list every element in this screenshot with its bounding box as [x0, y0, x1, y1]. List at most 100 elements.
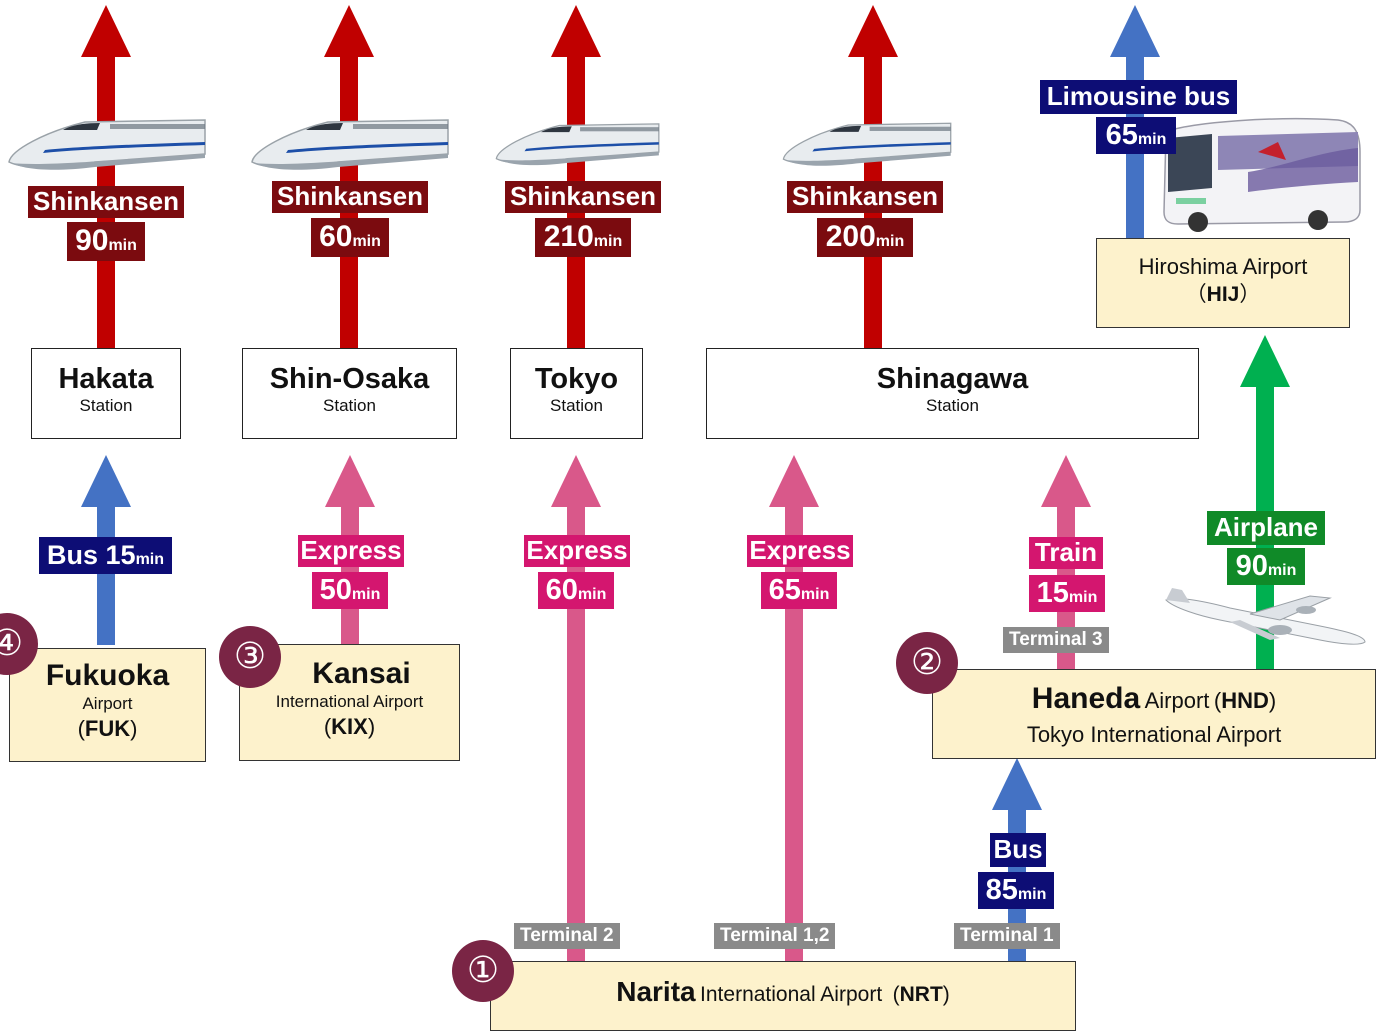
route-mode: Shinkansen: [33, 186, 179, 216]
route-mode: Express: [749, 535, 851, 565]
shinkansen-time-shinagawa: 200min: [817, 218, 913, 257]
route-unit: min: [1017, 886, 1047, 903]
airport-name: Haneda: [1031, 682, 1141, 715]
route-mode: Bus: [993, 834, 1043, 864]
shinkansen-label-tokyo: Shinkansen: [505, 181, 661, 213]
route-unit: min: [875, 233, 905, 250]
route-unit: min: [135, 551, 165, 568]
route-unit: min: [577, 586, 607, 603]
route-mode: Shinkansen: [792, 181, 938, 211]
airport-code: FUK: [84, 716, 131, 741]
paren-open: (: [892, 983, 900, 1006]
airport-sub: Airport: [82, 694, 133, 713]
bus-label-fukuoka: Bus 15min: [39, 537, 172, 575]
route-time: 15: [105, 540, 136, 570]
airport-name: Narita: [616, 976, 696, 1007]
airport-code-line: (FUK): [10, 715, 205, 743]
shinkansen-time-hakata: 90min: [67, 222, 145, 261]
airport-hiroshima: Hiroshima Airport （HIJ）: [1096, 238, 1350, 328]
terminal-tag-haneda-t3: Terminal 3: [1003, 627, 1109, 653]
route-mode: Express: [526, 535, 628, 565]
express-label-narita-shinagawa: Express: [747, 535, 853, 567]
express-time-kansai: 50min: [312, 572, 388, 610]
airport-code: HIJ: [1206, 283, 1240, 306]
station-name: Hakata: [58, 363, 154, 395]
number-circle-kansai: ③: [219, 626, 281, 688]
route-unit: min: [1068, 589, 1098, 606]
route-unit: min: [351, 586, 381, 603]
station-sub: Station: [926, 396, 979, 415]
route-mode: Airplane: [1213, 512, 1319, 542]
station-sub: Station: [79, 396, 133, 415]
route-time: 50: [319, 574, 352, 606]
shinkansen-time-tokyo: 210min: [535, 218, 631, 257]
route-unit: min: [593, 233, 623, 250]
route-mode: Shinkansen: [277, 181, 423, 211]
paren-open: （: [1185, 283, 1207, 306]
route-unit: min: [1137, 131, 1167, 148]
airport-code: NRT: [899, 983, 943, 1006]
airport-code-line: （HIJ）: [1097, 281, 1349, 309]
route-mode: Shinkansen: [510, 181, 656, 211]
limousine-time: 65min: [1096, 117, 1176, 155]
route-time: 85: [985, 874, 1018, 906]
shinkansen-train-icon: [495, 123, 660, 166]
airport-sub: Airport: [1144, 688, 1210, 713]
paren-open: (: [1213, 688, 1222, 713]
route-unit: min: [1267, 562, 1297, 579]
express-time-narita-tokyo: 60min: [538, 572, 614, 610]
paren-close: ): [942, 983, 950, 1006]
express-label-kansai: Express: [298, 535, 404, 567]
airport-code: HND: [1221, 688, 1269, 713]
terminal-tag-narita-t12: Terminal 1,2: [714, 923, 836, 949]
train-time-haneda: 15min: [1029, 575, 1105, 613]
paren-open: (: [323, 714, 332, 739]
route-time: 200: [825, 220, 876, 253]
airport-name: Kansai: [312, 657, 411, 690]
airplane-time: 90min: [1227, 548, 1305, 586]
airport-title-line: Haneda Airport (HND): [933, 682, 1375, 721]
station-tokyo: Tokyo Station: [510, 348, 643, 439]
route-mode: Express: [300, 535, 402, 565]
airport-name: Fukuoka: [45, 659, 170, 692]
route-mode: Bus: [46, 540, 98, 570]
airport-code-line: (KIX): [240, 713, 459, 741]
shinkansen-train-icon: [8, 119, 206, 170]
route-mode: Train: [1034, 537, 1098, 567]
station-shin-osaka: Shin-Osaka Station: [242, 348, 457, 439]
route-unit: min: [800, 586, 830, 603]
route-time: 60: [319, 220, 353, 253]
station-hakata: Hakata Station: [31, 348, 181, 439]
airport-narita: Narita International Airport (NRT): [490, 961, 1076, 1031]
shinkansen-train-icon: [782, 122, 952, 166]
route-time: 90: [75, 224, 109, 257]
train-label-haneda: Train: [1029, 537, 1103, 569]
number-circle-narita: ①: [452, 940, 514, 1002]
number-circle-haneda: ②: [896, 632, 958, 694]
bus-time-narita-haneda: 85min: [978, 872, 1054, 910]
paren-close: ): [1268, 688, 1277, 713]
paren-open: (: [77, 716, 85, 741]
paren-close: ): [130, 716, 138, 741]
airplane-icon: [1165, 588, 1366, 645]
route-unit: min: [352, 233, 381, 250]
route-mode: Limousine bus: [1046, 81, 1231, 111]
airplane-label: Airplane: [1207, 511, 1325, 545]
limousine-label: Limousine bus: [1040, 80, 1237, 114]
station-sub: Station: [550, 396, 603, 415]
route-unit: min: [108, 237, 137, 254]
route-time: 60: [545, 574, 578, 606]
route-time: 65: [768, 574, 801, 606]
airport-code: KIX: [331, 714, 368, 739]
airport-haneda: Haneda Airport (HND) Tokyo International…: [932, 669, 1376, 759]
airport-line2: Tokyo International Airport: [1026, 722, 1282, 747]
station-name: Tokyo: [534, 363, 619, 395]
route-time: 90: [1235, 550, 1268, 582]
route-time: 210: [543, 220, 594, 253]
airport-title-line: Narita International Airport (NRT): [491, 974, 1075, 1015]
shinkansen-time-shin-osaka: 60min: [311, 218, 389, 257]
station-shinagawa: Shinagawa Station: [706, 348, 1199, 439]
airport-sub: International Airport: [275, 692, 424, 711]
airport-fukuoka: Fukuoka Airport (FUK): [9, 648, 206, 762]
route-time: 65: [1105, 119, 1138, 151]
